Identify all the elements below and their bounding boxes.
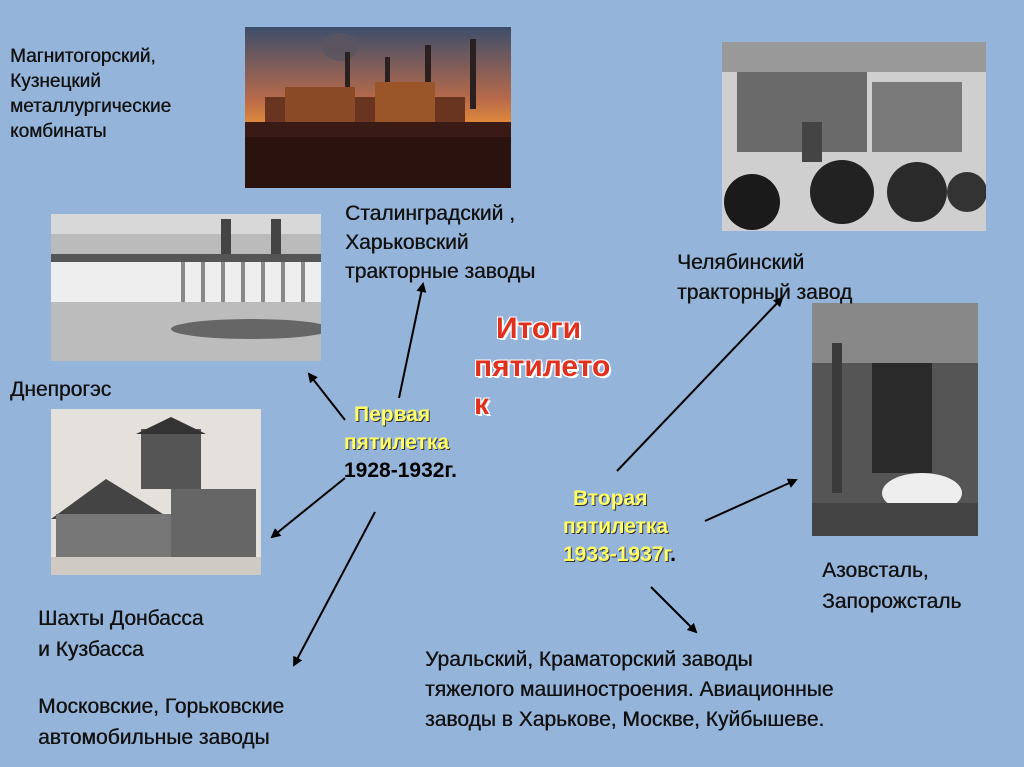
label-line: Челябинский (677, 251, 805, 274)
label-line: Харьковский (345, 231, 469, 254)
slide-title: Итоги пятилето к (474, 310, 611, 421)
arrow-to-donbass (270, 477, 346, 539)
label-line: металлургические (10, 96, 172, 117)
second-plan-line1: Вторая (573, 487, 648, 510)
label-line: автомобильные заводы (38, 726, 270, 749)
label-line: Днепрогэс (10, 378, 112, 401)
photo-steel-plant (812, 303, 978, 536)
second-plan-years: 1933-1937г (563, 543, 671, 566)
label-line: Магнитогорский, (10, 46, 156, 67)
label-line: комбинаты (10, 121, 107, 142)
first-plan-years: 1928-1932г. (344, 459, 457, 482)
first-plan-line2: пятилетка (344, 431, 450, 454)
label-dneproges: Днепрогэс (10, 377, 111, 403)
photo-metallurgical-plant (245, 27, 511, 188)
label-line: тракторные заводы (345, 260, 536, 283)
arrow-to-stalingrad (398, 282, 427, 399)
arrow-to-ural (650, 586, 698, 634)
label-magnitogorsk: Магнитогорский, Кузнецкий металлургическ… (10, 44, 171, 144)
arrow-to-chelyabinsk (616, 296, 784, 472)
first-five-year-plan: Первая пятилетка 1928-1932г. (344, 401, 457, 485)
label-line: и Кузбасса (38, 638, 144, 661)
label-ural: Уральский, Краматорский заводы тяжелого … (425, 645, 833, 735)
label-donbass: Шахты Донбасса и Кузбасса (38, 603, 203, 665)
title-line: пятилето (474, 350, 611, 383)
first-plan-line1: Первая (354, 403, 431, 426)
label-line: Азовсталь, (822, 559, 929, 582)
arrow-to-dneproges (307, 372, 346, 421)
label-line: Кузнецкий (10, 71, 101, 92)
label-moscow-auto: Московские, Горьковские автомобильные за… (38, 691, 284, 753)
arrow-to-azovstal (704, 478, 798, 522)
photo-dneproges-dam (51, 214, 321, 361)
second-five-year-plan: Вторая пятилетка 1933-1937г. (563, 485, 676, 569)
label-line: Сталинградский , (345, 202, 515, 225)
arrow-to-moscow-auto (293, 511, 376, 667)
label-azovstal: Азовсталь, Запорожсталь (822, 555, 961, 617)
second-plan-period: . (670, 543, 676, 566)
second-plan-line2: пятилетка (563, 515, 669, 538)
label-line: Московские, Горьковские (38, 695, 285, 718)
label-line: тяжелого машиностроения. Авиационные (425, 678, 834, 701)
photo-tractor-factory (722, 42, 986, 231)
photo-donbass-mine (51, 409, 261, 575)
label-chelyabinsk: Челябинский тракторный завод (677, 248, 852, 308)
label-line: Запорожсталь (822, 590, 962, 613)
label-line: заводы в Харькове, Москве, Куйбышеве. (425, 708, 825, 731)
label-line: тракторный завод (677, 281, 853, 304)
label-stalingrad: Сталинградский , Харьковский тракторные … (345, 199, 535, 286)
label-line: Шахты Донбасса (38, 607, 204, 630)
label-line: Уральский, Краматорский заводы (425, 648, 753, 671)
title-line: к (474, 388, 490, 421)
title-line: Итоги (496, 312, 582, 345)
